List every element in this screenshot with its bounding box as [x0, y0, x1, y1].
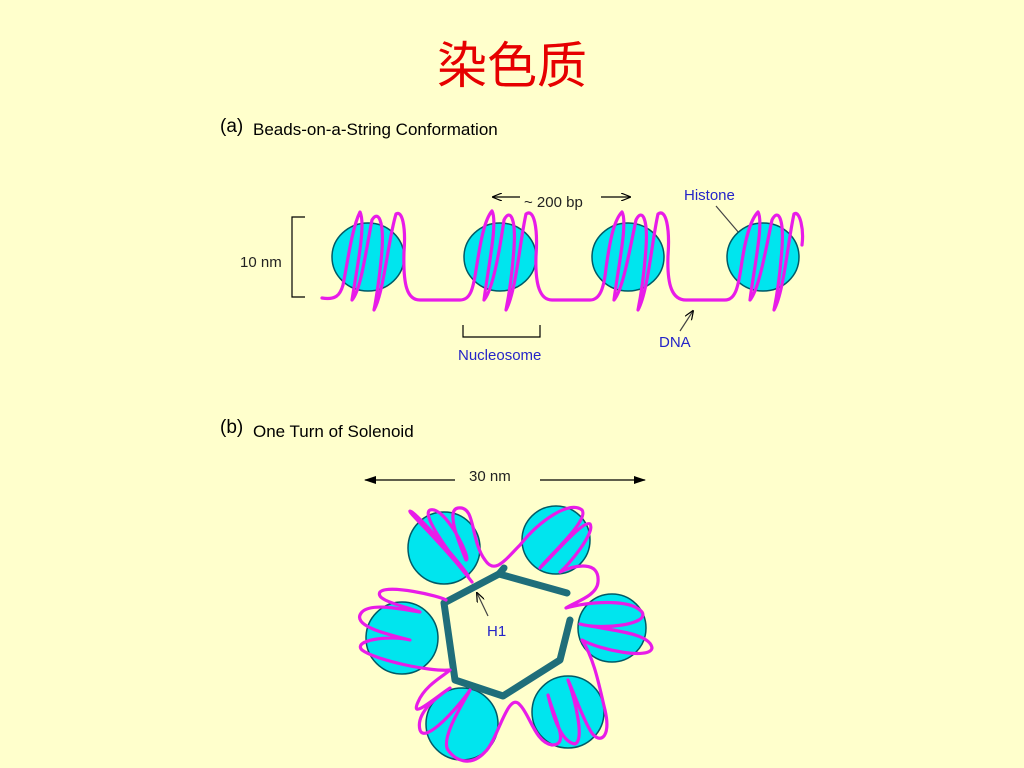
- nucleosome-bracket: [462, 325, 541, 338]
- solenoid-bead-2: [521, 505, 591, 575]
- dna-strand: [320, 209, 805, 312]
- panel-b-tag: (b): [220, 417, 243, 438]
- h1-histone-ring-tick: [495, 564, 508, 578]
- spacing-label: ~ 200 bp: [524, 194, 583, 211]
- h1-histone-ring-top: [495, 570, 571, 597]
- page-title: 染色质: [437, 37, 587, 95]
- scale-label: 10 nm: [240, 254, 282, 271]
- panel-a-heading: Beads-on-a-String Conformation: [253, 120, 498, 139]
- panel-a-tag: (a): [220, 116, 243, 137]
- dna-label: DNA: [659, 334, 691, 351]
- panel-b-heading: One Turn of Solenoid: [253, 422, 414, 441]
- width-label: 30 nm: [469, 468, 511, 485]
- panel-a: (a) Beads-on-a-String Conformation ~ 200…: [220, 116, 805, 364]
- h1-histone-ring: [440, 570, 574, 700]
- h1-label: H1: [487, 623, 506, 640]
- histone-label: Histone: [684, 187, 735, 204]
- scale-bracket: [291, 216, 305, 298]
- dna-pointer: [679, 311, 693, 332]
- panel-b: (b) One Turn of Solenoid 30 nm H1: [220, 417, 654, 763]
- h1-pointer: [477, 593, 489, 617]
- nucleosome-label: Nucleosome: [458, 347, 541, 364]
- solenoid-bead-4: [531, 675, 605, 749]
- solenoid-dna-strand: [358, 505, 654, 763]
